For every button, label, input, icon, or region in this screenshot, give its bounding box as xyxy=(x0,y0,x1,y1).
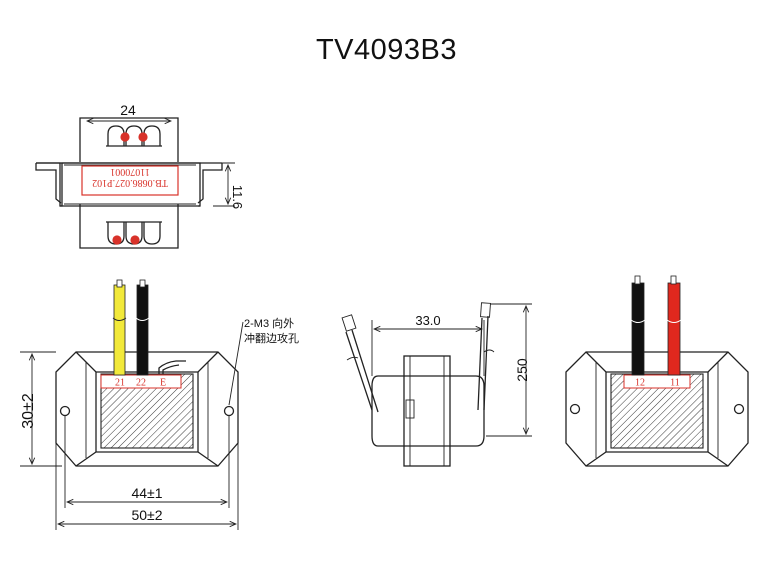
label-line2: 11070001 xyxy=(110,166,150,177)
top-terminal-dot xyxy=(120,132,130,142)
mount-hole-left xyxy=(59,405,71,417)
drawing-title: TV4093B3 xyxy=(315,34,458,66)
front-left-view: 21 22 E 2-M3 向外 冲翻边攻孔 30±2 44±1 50±2 xyxy=(20,279,299,530)
top-terminal-dot xyxy=(138,132,148,142)
terminal-strip xyxy=(623,374,691,389)
wire-black xyxy=(136,284,149,376)
bottom-terminal-dot xyxy=(130,235,140,245)
wire-yellow xyxy=(113,284,126,376)
mount-hole-right xyxy=(223,405,235,417)
dim-width-24: 24 xyxy=(120,102,136,118)
side-view: 33.0 250 xyxy=(341,302,532,467)
note-line1: 2-M3 向外 xyxy=(244,316,294,330)
mount-hole-right xyxy=(733,403,745,415)
terminal-21: 21 xyxy=(115,378,125,389)
dim-hole-spacing-44: 44±1 xyxy=(131,485,162,501)
top-view: TB.0686.027.P102 11070001 24 11.6 xyxy=(35,102,245,249)
label-box xyxy=(81,165,179,196)
terminal-12: 12 xyxy=(635,378,645,389)
mount-hole-left xyxy=(569,403,581,415)
dim-total-50: 50±2 xyxy=(131,507,162,523)
bobbin xyxy=(403,355,451,467)
wire-red xyxy=(667,282,681,376)
terminal-e: E xyxy=(160,378,166,389)
bottom-terminal-dot xyxy=(112,235,122,245)
front-right-view: 12 11 xyxy=(565,275,749,467)
wire-black xyxy=(631,282,645,376)
label-line1: TB.0686.027.P102 xyxy=(92,177,168,188)
dim-height-11-6: 11.6 xyxy=(230,185,245,209)
dim-height-30: 30±2 xyxy=(20,393,37,429)
terminal-22: 22 xyxy=(136,378,146,389)
terminal-11: 11 xyxy=(670,378,680,389)
dim-lead-250: 250 xyxy=(514,358,530,382)
note-line2: 冲翻边攻孔 xyxy=(244,331,299,345)
dim-width-33: 33.0 xyxy=(415,313,440,328)
